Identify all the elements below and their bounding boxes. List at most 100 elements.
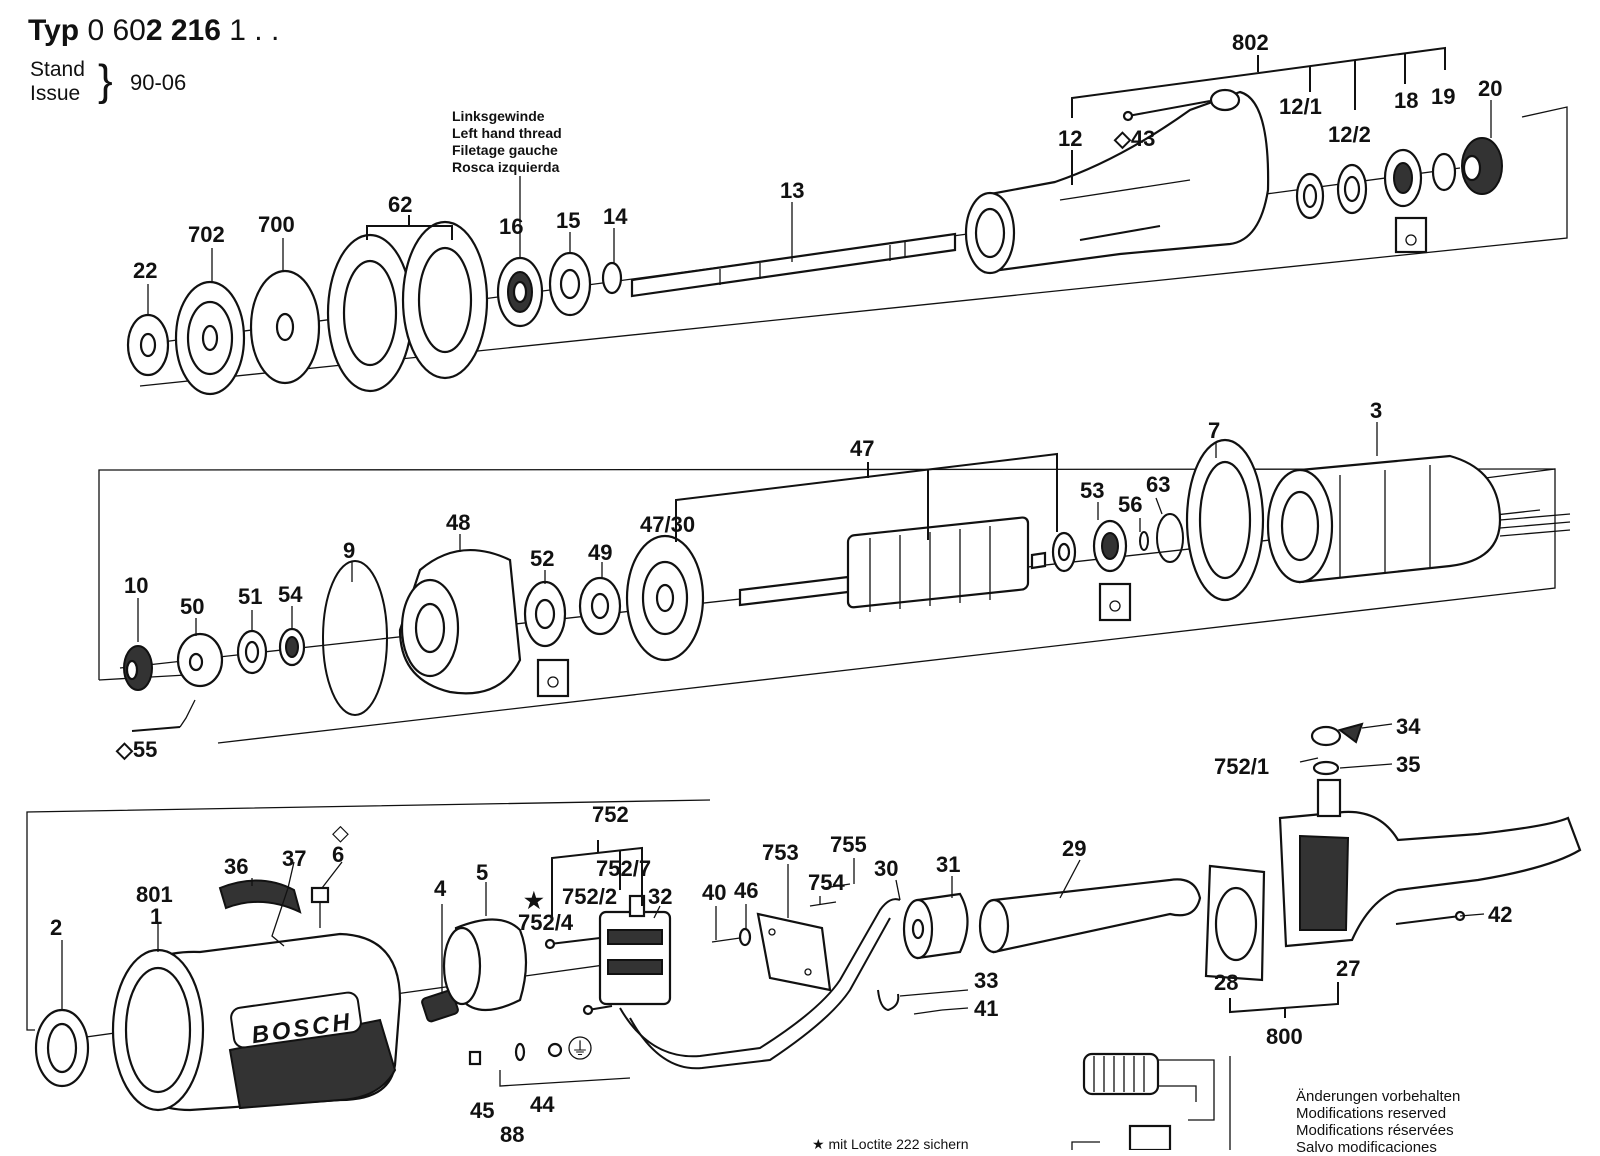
label-20: 20 bbox=[1478, 76, 1502, 101]
label-51: 51 bbox=[238, 584, 262, 609]
part-47-30-fan bbox=[625, 534, 705, 662]
part-63-ring bbox=[1156, 513, 1184, 563]
grease-can-icon bbox=[1394, 216, 1428, 254]
label-9: 9 bbox=[343, 538, 355, 563]
label-753: 753 bbox=[762, 840, 799, 865]
part-switch-screw bbox=[582, 1004, 613, 1016]
loctite-note: ★ mit Loctite 222 sichern bbox=[812, 1136, 969, 1152]
part-50-bracket bbox=[176, 632, 224, 688]
part-27-handle-housing bbox=[1278, 778, 1582, 948]
label-36: 36 bbox=[224, 854, 248, 879]
part-30-cable bbox=[619, 898, 901, 1070]
label-43: ◇43 bbox=[1113, 126, 1155, 151]
label-802: 802 bbox=[1232, 30, 1269, 55]
label-47: 47 bbox=[850, 436, 874, 461]
lh-note-en: Left hand thread bbox=[452, 125, 562, 141]
part-40-46-screws bbox=[711, 927, 752, 947]
stand-label: Stand bbox=[30, 58, 85, 81]
label-12-1: 12/1 bbox=[1279, 94, 1322, 119]
part-42-screw bbox=[1395, 910, 1466, 925]
label-62: 62 bbox=[388, 192, 412, 217]
ground-symbol-group bbox=[568, 1036, 592, 1060]
wiring-schematic bbox=[1071, 1052, 1231, 1150]
mod-note-fr: Modifications réservées bbox=[1296, 1122, 1454, 1139]
star-mark: ★ bbox=[524, 888, 544, 913]
label-14: 14 bbox=[603, 204, 628, 229]
part-18-bearing bbox=[1383, 148, 1423, 208]
leader-42 bbox=[1459, 913, 1485, 917]
label-752: 752 bbox=[592, 802, 629, 827]
part-47-armature bbox=[738, 516, 1047, 612]
part-702-disc bbox=[174, 280, 246, 396]
label-28: 28 bbox=[1214, 970, 1238, 995]
part-22-nut bbox=[126, 313, 170, 377]
part-47-ring bbox=[1051, 531, 1077, 573]
part-5-cover-cap bbox=[442, 918, 528, 1011]
part-51-ring bbox=[236, 629, 268, 675]
row2-frame-right bbox=[217, 468, 1556, 744]
part-20-pinion bbox=[1461, 137, 1503, 195]
label-50: 50 bbox=[180, 594, 204, 619]
row2-frame-top bbox=[98, 468, 1556, 680]
part-43-screw bbox=[1122, 100, 1211, 122]
typ-number-b: 2 216 bbox=[145, 14, 221, 47]
bracket-802 bbox=[1071, 46, 1446, 118]
label-22: 22 bbox=[133, 258, 157, 283]
label-56: 56 bbox=[1118, 492, 1142, 517]
part-752-4-screw bbox=[544, 937, 601, 950]
typ-label: Typ bbox=[28, 14, 80, 47]
label-52: 52 bbox=[530, 546, 554, 571]
stand-issue-labels: Stand Issue bbox=[30, 58, 85, 106]
part-14-ring bbox=[601, 261, 623, 295]
label-29: 29 bbox=[1062, 836, 1086, 861]
part-10-pinion bbox=[123, 645, 153, 691]
label-752-1: 752/1 bbox=[1214, 754, 1269, 779]
part-41-screw bbox=[913, 1009, 943, 1015]
row1-frame bbox=[139, 106, 1568, 387]
label-30: 30 bbox=[874, 856, 898, 881]
label-15: 15 bbox=[556, 208, 580, 233]
label-16: 16 bbox=[499, 214, 523, 239]
part-49-bracket bbox=[578, 576, 622, 636]
label-6: 6 bbox=[332, 842, 344, 867]
label-49: 49 bbox=[588, 540, 612, 565]
lh-note-fr: Filetage gauche bbox=[452, 142, 558, 158]
typ-number-c: 1 . . bbox=[220, 14, 280, 47]
label-63: 63 bbox=[1146, 472, 1170, 497]
label-801: 801 bbox=[136, 882, 173, 907]
bracket-800 bbox=[1229, 982, 1339, 1014]
label-45: 45 bbox=[470, 1098, 494, 1123]
part-754-screw bbox=[809, 901, 837, 907]
label-48: 48 bbox=[446, 510, 470, 535]
label-755: 755 bbox=[830, 832, 867, 857]
part-62-wheel-inner bbox=[401, 220, 489, 380]
leader-33 bbox=[899, 989, 969, 997]
bracket-752 bbox=[551, 846, 643, 918]
mod-note-de: Änderungen vorbehalten bbox=[1296, 1088, 1461, 1105]
part-54-ring bbox=[278, 627, 306, 667]
part-31-sleeve bbox=[902, 892, 969, 960]
part-6-screw bbox=[310, 886, 330, 928]
leader-32 bbox=[653, 905, 661, 919]
label-13: 13 bbox=[780, 178, 804, 203]
leader-6 bbox=[321, 861, 343, 889]
label-10: 10 bbox=[124, 573, 148, 598]
part-56-clip bbox=[1139, 531, 1149, 551]
label-44: 44 bbox=[530, 1092, 555, 1117]
part-12-housing bbox=[964, 88, 1270, 275]
label-752-7: 752/7 bbox=[596, 856, 651, 881]
part-62-wheel-outer bbox=[326, 233, 414, 393]
leader-29 bbox=[1059, 859, 1081, 899]
label-12: 12 bbox=[1058, 126, 1082, 151]
part-45-88-44-hardware bbox=[468, 1042, 631, 1087]
label-4: 4 bbox=[434, 876, 447, 901]
bracket-47 bbox=[675, 452, 1058, 542]
label-34: 34 bbox=[1396, 714, 1421, 739]
ground-icon: ⏚ bbox=[571, 1039, 589, 1059]
leader-41 bbox=[941, 1007, 969, 1011]
label-37: 37 bbox=[282, 846, 306, 871]
part-55-screw bbox=[131, 699, 196, 732]
part-752-1-clip bbox=[1299, 757, 1319, 763]
part-700-flange bbox=[249, 269, 321, 385]
